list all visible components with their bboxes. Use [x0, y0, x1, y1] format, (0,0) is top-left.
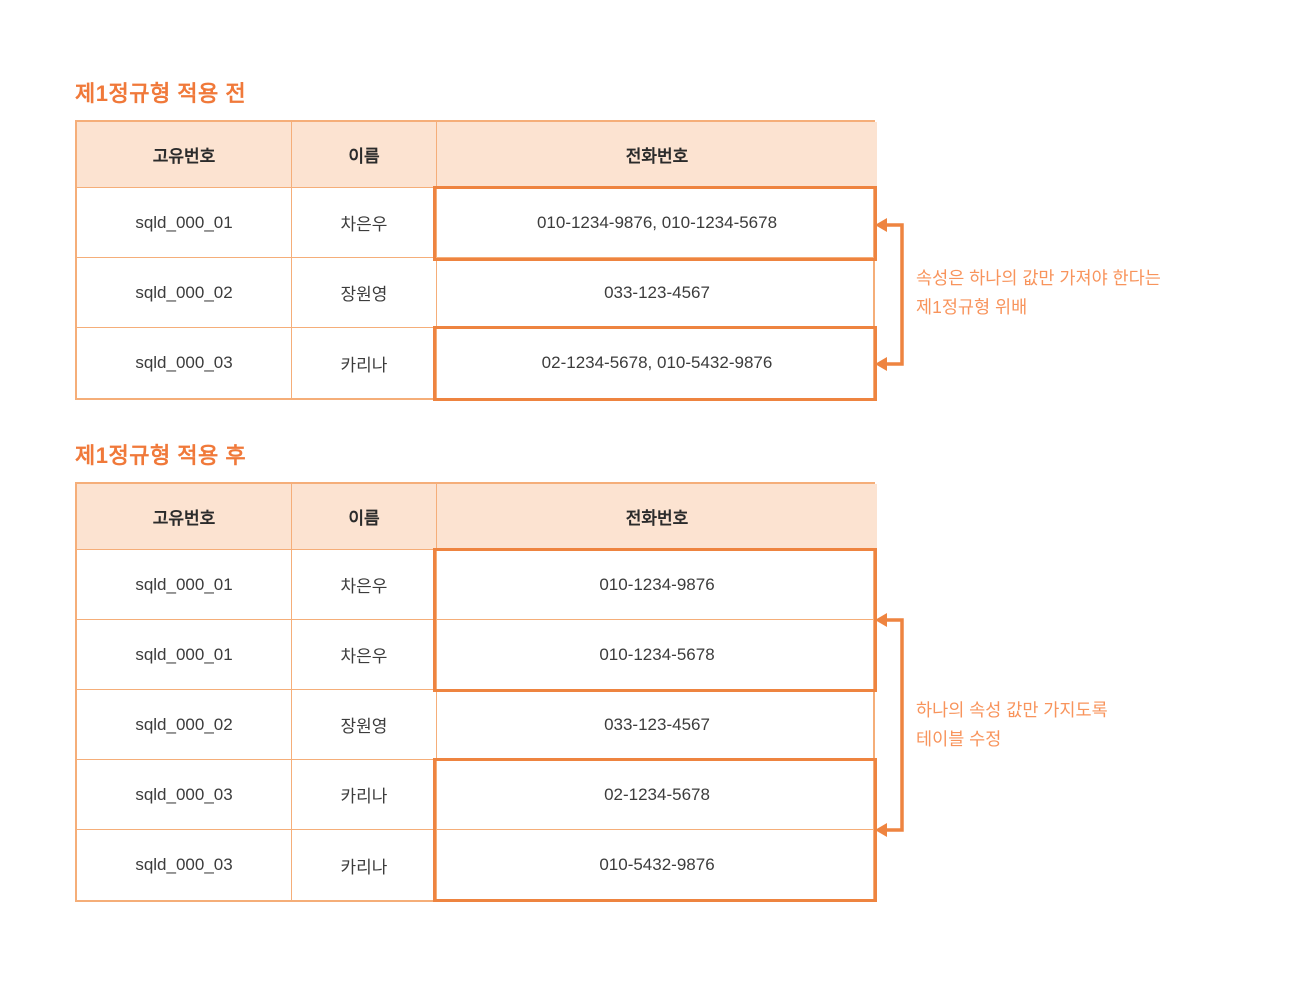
column-header-id: 고유번호: [77, 484, 292, 550]
column-header-name: 이름: [292, 484, 437, 550]
cell-phone: 010-5432-9876: [599, 855, 715, 874]
cell-name: 카리나: [292, 830, 437, 900]
cell-name: 장원영: [292, 690, 437, 760]
cell-phone: 010-1234-5678: [437, 620, 877, 690]
violation-annotation: 속성은 하나의 값만 가져야 한다는 제1정규형 위배: [916, 264, 1161, 322]
arrow-left-icon: [875, 218, 887, 232]
cell-name: 차은우: [292, 188, 437, 258]
modification-annotation: 하나의 속성 값만 가지도록 테이블 수정: [916, 696, 1108, 754]
column-header-phone: 전화번호: [437, 484, 877, 550]
cell-name: 차은우: [292, 550, 437, 620]
column-header-name: 이름: [292, 122, 437, 188]
annotation-line: 하나의 속성 값만 가지도록: [916, 700, 1108, 720]
cell-id: sqld_000_03: [77, 760, 292, 830]
arrow-left-icon: [875, 357, 887, 371]
before-section-title: 제1정규형 적용 전: [75, 81, 247, 106]
cell-name: 장원영: [292, 258, 437, 328]
cell-phone: 033-123-4567: [437, 690, 877, 760]
annotation-line: 속성은 하나의 값만 가져야 한다는: [916, 268, 1161, 288]
column-header-id: 고유번호: [77, 122, 292, 188]
cell-id: sqld_000_01: [77, 620, 292, 690]
cell-phone: 010-1234-9876, 010-1234-5678: [437, 188, 877, 258]
cell-name: 카리나: [292, 328, 437, 398]
after-table: 고유번호 이름 전화번호 sqld_000_01 차은우 010-1234-98…: [75, 482, 877, 902]
column-header-phone: 전화번호: [437, 122, 877, 188]
cell-name: 차은우: [292, 620, 437, 690]
arrow-left-icon: [875, 613, 887, 627]
cell-id: sqld_000_03: [77, 328, 292, 398]
cell-phone: 033-123-4567: [437, 258, 877, 328]
cell-id: sqld_000_03: [77, 830, 292, 900]
arrow-left-icon: [875, 823, 887, 837]
cell-id: sqld_000_02: [77, 690, 292, 760]
cell-phone: 02-1234-5678, 010-5432-9876: [541, 353, 773, 372]
annotation-line: 테이블 수정: [916, 729, 1002, 749]
violation-bracket-arrows: [875, 218, 904, 371]
before-table: 고유번호 이름 전화번호 sqld_000_01 차은우 010-1234-98…: [75, 120, 877, 400]
annotation-line: 제1정규형 위배: [916, 297, 1028, 317]
modification-bracket-arrows: [875, 613, 904, 837]
cell-id: sqld_000_02: [77, 258, 292, 328]
after-section-title: 제1정규형 적용 후: [75, 443, 247, 468]
cell-id: sqld_000_01: [77, 550, 292, 620]
cell-id: sqld_000_01: [77, 188, 292, 258]
cell-phone: 02-1234-5678: [437, 760, 877, 830]
cell-name: 카리나: [292, 760, 437, 830]
cell-phone: 010-1234-9876: [437, 550, 877, 620]
